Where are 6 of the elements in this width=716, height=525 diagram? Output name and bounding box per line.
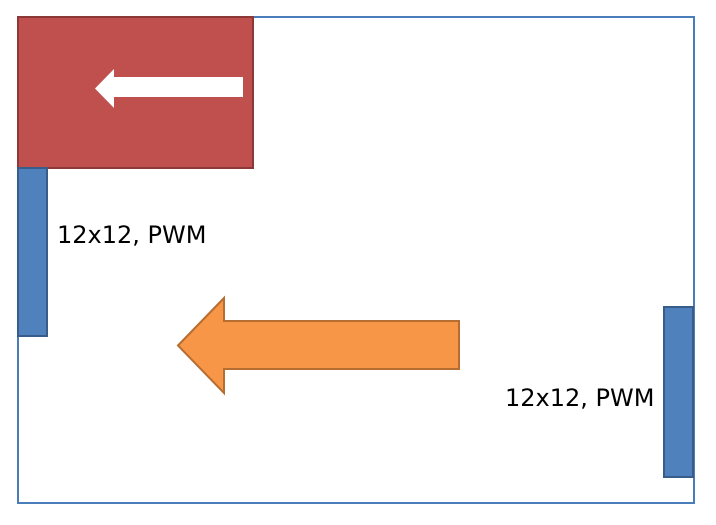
size-label: 12x12, PWM	[505, 384, 654, 412]
fan-bar	[17, 167, 48, 337]
size-label: 12x12, PWM	[57, 221, 206, 249]
fan-bar	[663, 306, 694, 478]
case-outline	[17, 16, 695, 504]
filled-block	[17, 16, 254, 169]
